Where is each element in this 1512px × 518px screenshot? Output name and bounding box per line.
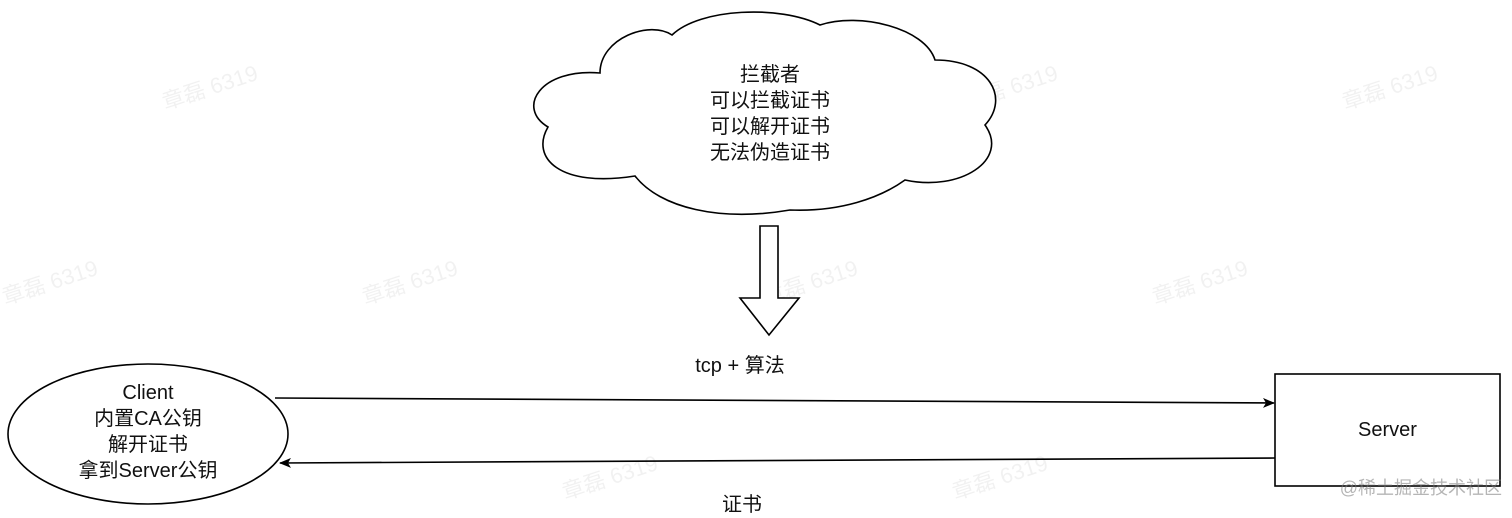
cloud-line: 无法伪造证书 xyxy=(710,142,830,164)
server-label: Server xyxy=(1358,419,1417,441)
cloud-line: 可以拦截证书 xyxy=(710,90,830,112)
server-box xyxy=(1274,373,1501,487)
client-text: Client 内置CA公钥 解开证书 拿到Server公钥 xyxy=(48,380,248,484)
client-ellipse xyxy=(7,363,289,505)
interceptor-cloud-shape xyxy=(532,11,997,216)
top-arrow-label: tcp + 算法 xyxy=(695,355,785,377)
arrow-server-to-client xyxy=(279,457,1276,468)
cloud-line: 可以解开证书 xyxy=(710,116,830,138)
arrow-client-to-server xyxy=(274,397,1275,408)
client-line: 内置CA公钥 xyxy=(94,408,202,430)
footer-credit: @稀土掘金技术社区 xyxy=(1339,478,1502,498)
client-line: 解开证书 xyxy=(108,434,188,456)
client-title: Client xyxy=(122,382,174,404)
cloud-line-title: 拦截者 xyxy=(740,64,800,86)
client-line: 拿到Server公钥 xyxy=(78,460,218,482)
bottom-arrow-label: 证书 xyxy=(722,494,762,516)
cloud-text: 拦截者 可以拦截证书 可以解开证书 无法伪造证书 xyxy=(680,62,860,166)
down-arrow-icon xyxy=(738,225,801,337)
